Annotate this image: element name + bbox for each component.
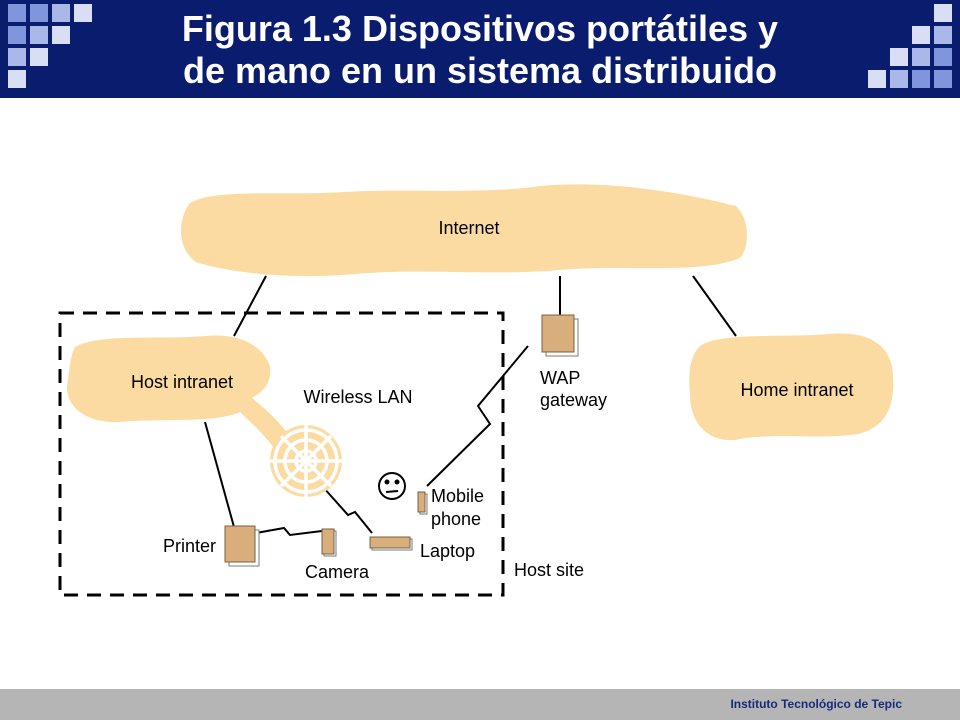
title-bar-border [0,96,960,98]
link-wap-mobile [426,345,529,487]
label-mobile-phone: phone [431,509,481,529]
link-wlan-laptop [322,486,373,534]
user-face-icon [378,472,406,500]
laptop-icon [369,536,413,551]
link-host-intranet-printer [204,421,235,528]
footer-bar: Instituto Tecnológico de Tepic [0,689,960,720]
slide-title-line-1: Figura 1.3 Dispositivos portátiles y [181,8,779,49]
wap-gateway-icon [541,314,579,357]
label-home-intranet: Home intranet [740,380,853,400]
link-printer-camera [255,526,323,537]
wireless-antenna-icon [270,425,342,497]
label-wireless-lan: Wireless LAN [303,387,412,407]
host-site-boundary [58,311,505,597]
connections [204,275,737,537]
label-mobile: Mobile [431,486,484,506]
link-internet-host-intranet [233,275,267,337]
camera-icon [321,528,337,557]
slide-title-line-2: de mano en un sistema distribuido [182,50,778,91]
title-bar [0,0,960,96]
label-laptop: Laptop [420,541,475,561]
label-wap-gateway: gateway [540,390,607,410]
printer-icon [224,525,260,567]
link-internet-home-intranet [692,275,737,337]
mobile-phone-icon [417,491,428,515]
slide-title: Figura 1.3 Dispositivos portátiles y de … [100,8,860,92]
footer-institution: Instituto Tecnológico de Tepic [730,697,902,711]
label-internet: Internet [438,218,499,238]
label-wap: WAP [540,368,580,388]
label-host-site: Host site [514,560,584,580]
host-intranet-cloud [66,335,292,448]
label-printer: Printer [163,536,216,556]
label-camera: Camera [305,562,370,582]
internet-cloud [180,184,747,277]
label-host-intranet: Host intranet [131,372,233,392]
home-intranet-cloud [689,333,894,441]
